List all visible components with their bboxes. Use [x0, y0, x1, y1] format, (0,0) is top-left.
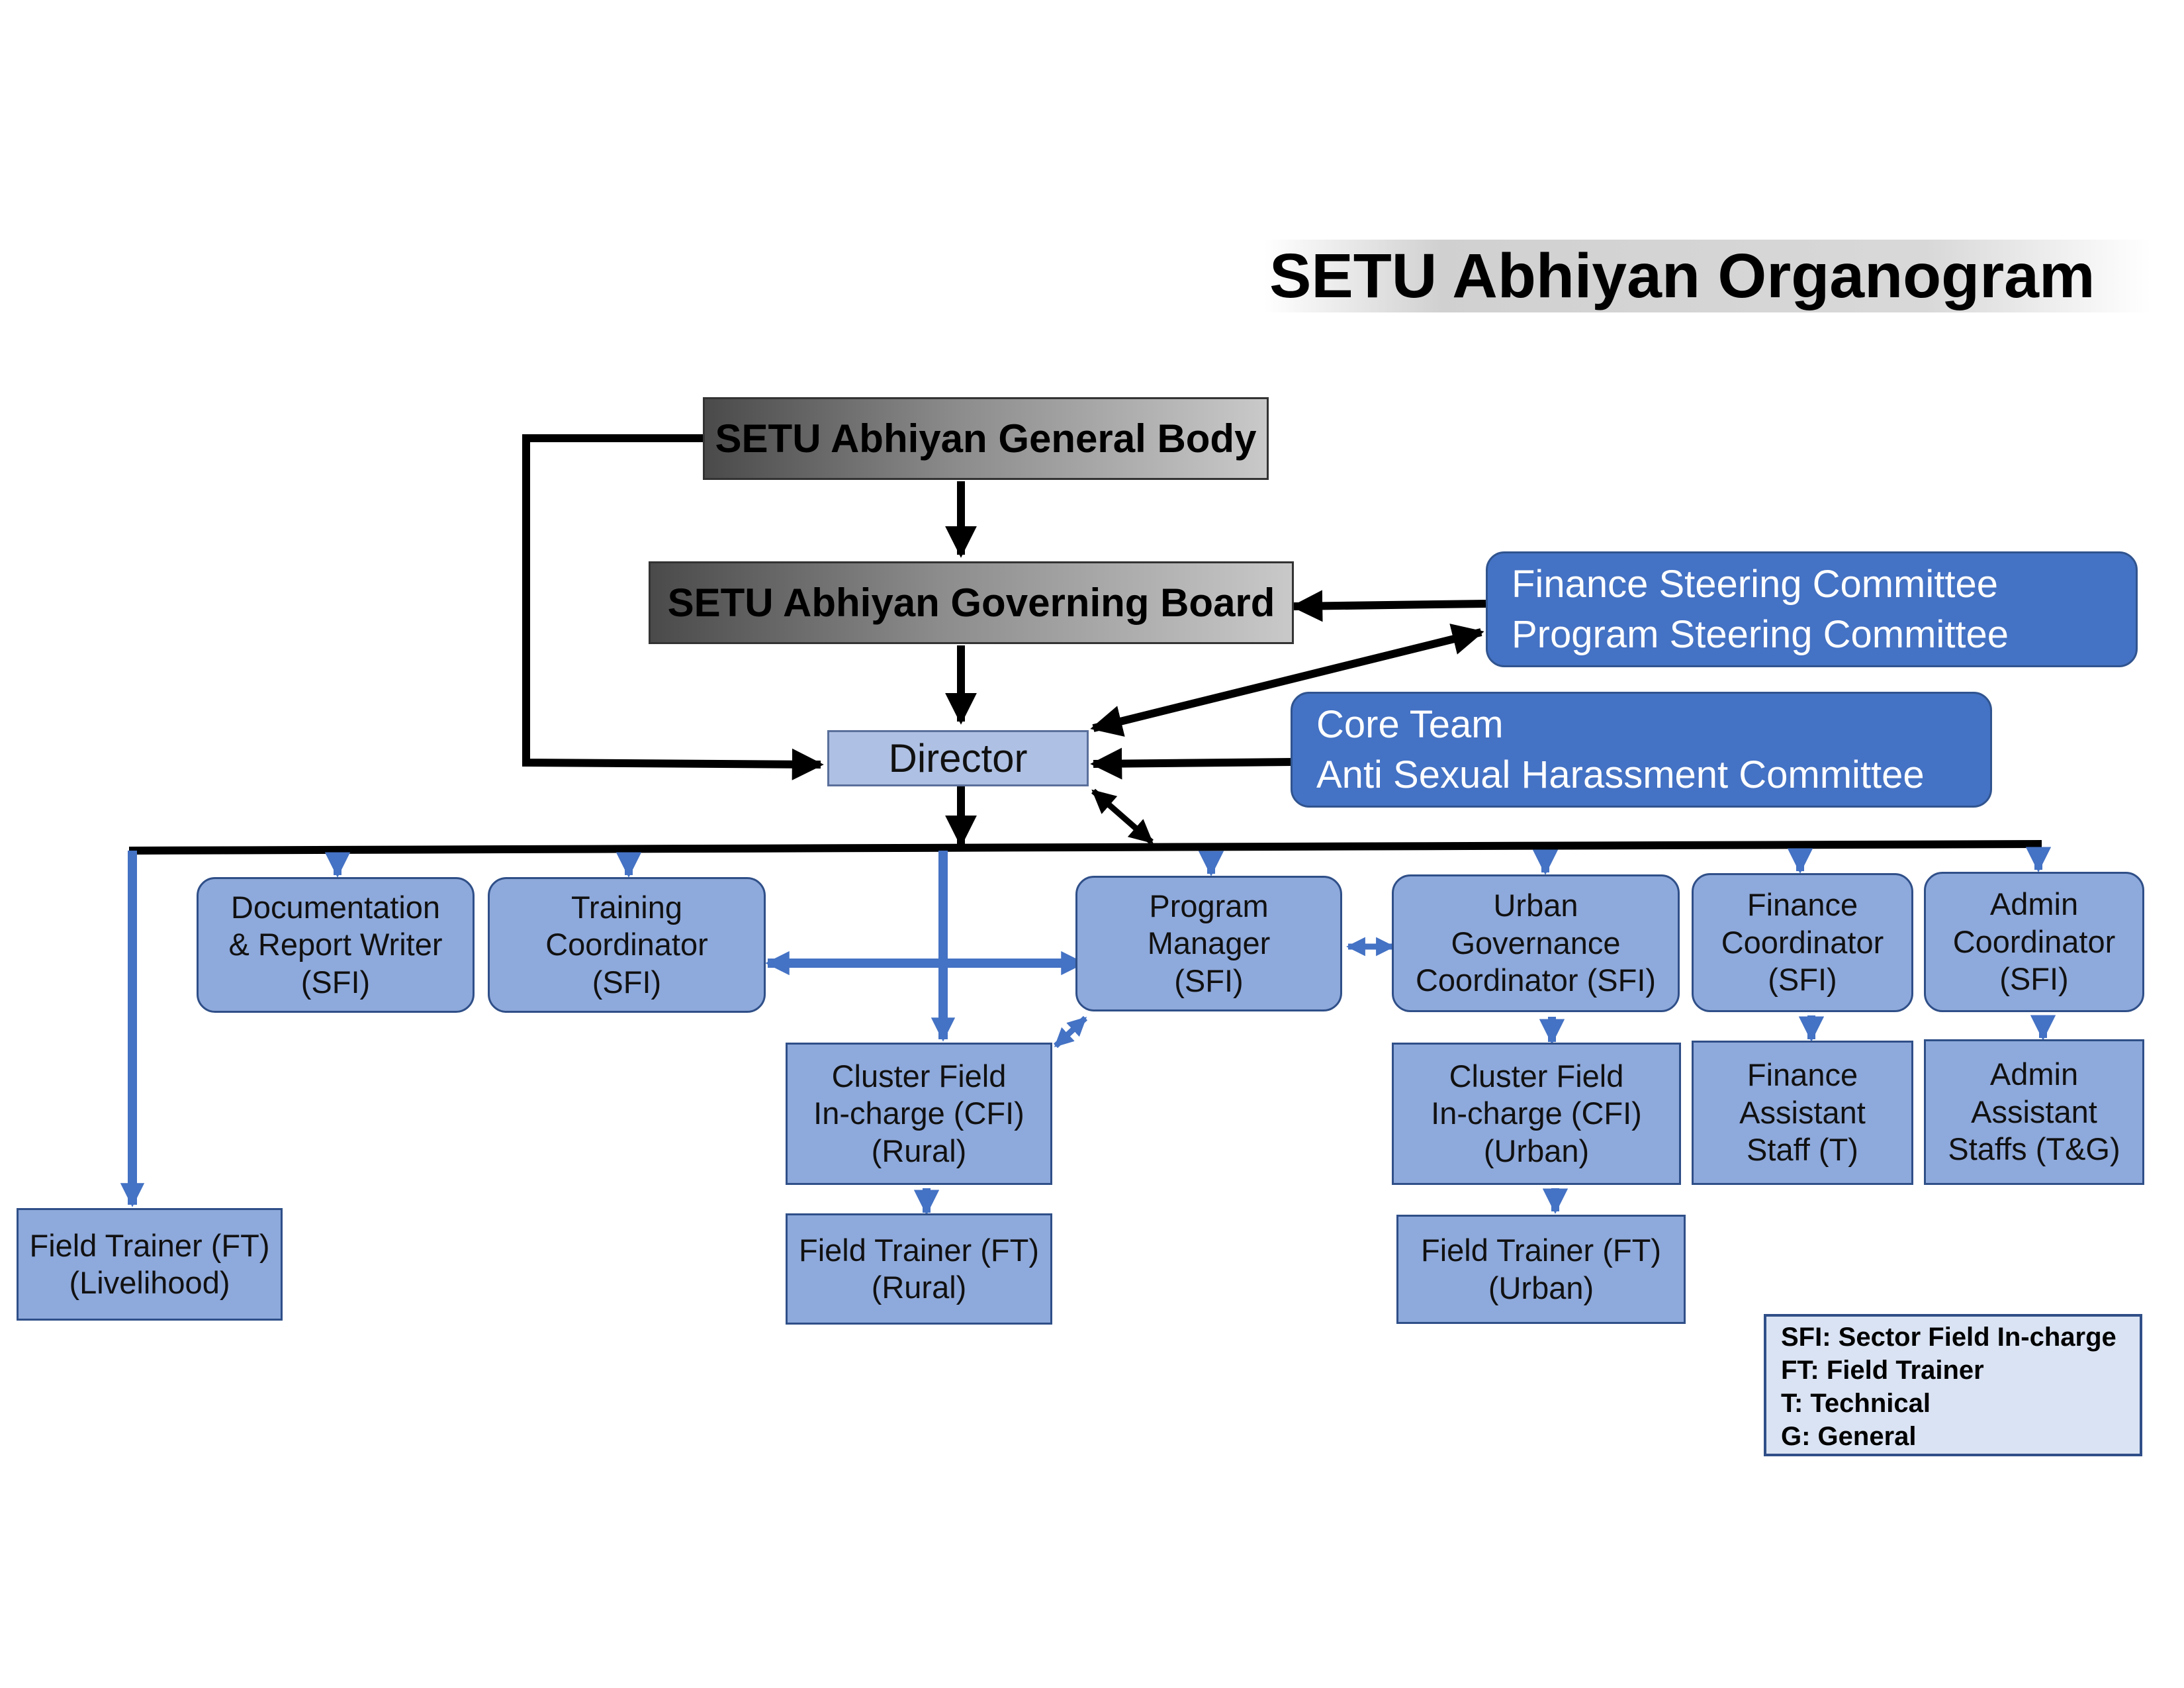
admin-assistant-label: Admin Assistant Staffs (T&G) [1948, 1056, 2120, 1167]
finance-assistant-box: Finance Assistant Staff (T) [1692, 1041, 1913, 1185]
connector-pm-cfi-rural-link [1053, 1015, 1088, 1049]
core-team-line: Core Team [1316, 703, 1504, 747]
core-team-label: Core Team Anti Sexual Harassment Committ… [1316, 700, 1925, 800]
connector-steering-to-board [1291, 590, 1486, 622]
director-label: Director [888, 735, 1028, 780]
ft-livelihood-label: Field Trainer (FT) (Livelihood) [29, 1227, 270, 1300]
chart-title: SETU Abhiyan Organogram [1264, 240, 2151, 312]
cfi-urban-box: Cluster Field In-charge (CFI) (Urban) [1392, 1043, 1681, 1185]
urban-governance-coordinator-label: Urban Governance Coordinator (SFI) [1415, 888, 1657, 998]
cfi-rural-box: Cluster Field In-charge (CFI) (Rural) [786, 1043, 1052, 1185]
legend-item-g: G: General [1781, 1422, 1917, 1451]
general-body-label: SETU Abhiyan General Body [715, 416, 1257, 461]
connector-director-bus-link [1091, 788, 1154, 845]
program-manager-box: Program Manager (SFI) [1075, 876, 1342, 1011]
finance-assistant-label: Finance Assistant Staff (T) [1739, 1057, 1866, 1168]
anti-harassment-line: Anti Sexual Harassment Committee [1316, 753, 1925, 796]
connector-general-body-to-director [522, 434, 824, 780]
cfi-urban-label: Cluster Field In-charge (CFI) (Urban) [1431, 1058, 1642, 1168]
admin-coordinator-label: Admin Coordinator (SFI) [1952, 886, 2116, 997]
program-steering-label: Program Steering Committee [1512, 612, 2009, 656]
finance-steering-label: Finance Steering Committee [1512, 563, 1998, 606]
legend-item-ft: FT: Field Trainer [1781, 1356, 1984, 1385]
legend-item-t: T: Technical [1781, 1389, 1931, 1418]
staff-bus-line [128, 840, 2042, 855]
ft-urban-label: Field Trainer (FT) (Urban) [1421, 1233, 1661, 1305]
steering-committees-box: Finance Steering Committee Program Steer… [1486, 551, 2138, 667]
ft-urban-box: Field Trainer (FT) (Urban) [1396, 1215, 1686, 1324]
finance-coordinator-label: Finance Coordinator (SFI) [1721, 887, 1884, 998]
connector-core-to-director [1090, 747, 1295, 780]
urban-governance-coordinator-box: Urban Governance Coordinator (SFI) [1392, 874, 1680, 1012]
ft-rural-label: Field Trainer (FT) (Rural) [799, 1232, 1039, 1305]
ft-rural-box: Field Trainer (FT) (Rural) [786, 1213, 1052, 1325]
legend-item-sfi: SFI: Sector Field In-charge [1781, 1323, 2116, 1352]
governing-board-label: SETU Abhiyan Governing Board [667, 580, 1275, 625]
director-box: Director [827, 730, 1089, 786]
governing-board-box: SETU Abhiyan Governing Board [649, 561, 1294, 644]
core-team-box: Core Team Anti Sexual Harassment Committ… [1291, 692, 1992, 808]
training-coordinator-label: Training Coordinator (SFI) [545, 889, 708, 1000]
cfi-rural-label: Cluster Field In-charge (CFI) (Rural) [813, 1058, 1024, 1168]
finance-coordinator-box: Finance Coordinator (SFI) [1692, 873, 1913, 1012]
documentation-writer-box: Documentation & Report Writer (SFI) [197, 877, 475, 1013]
documentation-writer-label: Documentation & Report Writer (SFI) [228, 889, 443, 1000]
training-coordinator-box: Training Coordinator (SFI) [488, 877, 766, 1013]
admin-assistant-box: Admin Assistant Staffs (T&G) [1924, 1039, 2144, 1185]
admin-coordinator-box: Admin Coordinator (SFI) [1924, 872, 2144, 1012]
steering-committees-label: Finance Steering Committee Program Steer… [1512, 559, 2009, 659]
abbreviation-legend: SFI: Sector Field In-charge FT: Field Tr… [1764, 1314, 2142, 1456]
connector-steering-director-link [1090, 624, 1484, 737]
program-manager-label: Program Manager (SFI) [1147, 888, 1271, 998]
general-body-box: SETU Abhiyan General Body [703, 397, 1269, 480]
ft-livelihood-box: Field Trainer (FT) (Livelihood) [17, 1208, 283, 1321]
